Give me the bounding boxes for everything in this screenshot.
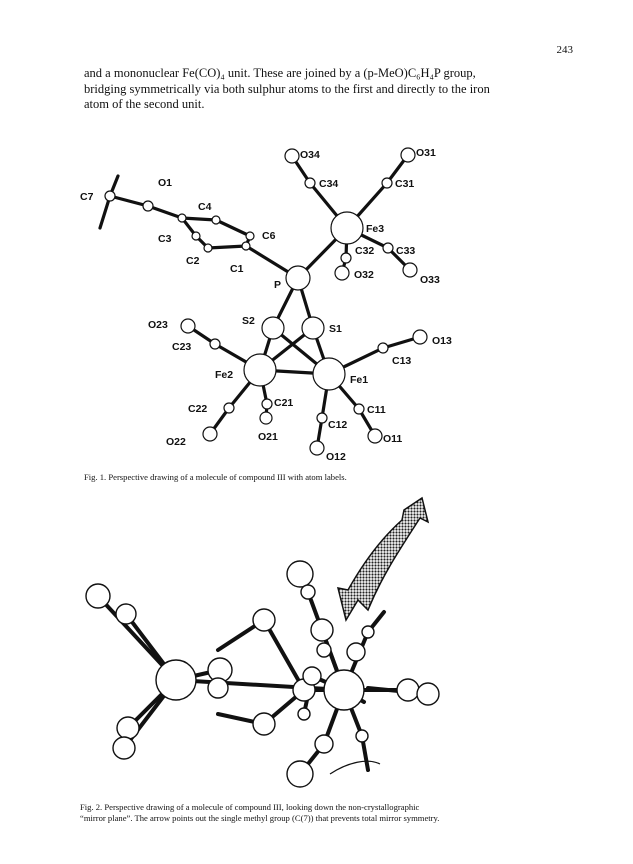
body-line-2: bridging symmetrically via both sulphur … — [84, 81, 490, 96]
label-fe2: Fe2 — [215, 369, 233, 381]
label-o1: O1 — [158, 177, 172, 189]
page-number: 243 — [556, 44, 574, 56]
label-o34: O34 — [300, 149, 320, 161]
body-line-3: atom of the second unit. — [84, 97, 205, 111]
label-fe1: Fe1 — [350, 374, 368, 386]
label-c32: C32 — [355, 245, 374, 257]
label-c1: C1 — [230, 263, 244, 275]
fig1-atom-labels: O34 O31 C34 C31 C7 O1 C4 C3 C6 C2 C1 P F… — [80, 147, 452, 463]
label-c11: C11 — [367, 404, 386, 416]
figure-2-caption: Fig. 2. Perspective drawing of a molecul… — [80, 802, 560, 824]
label-p: P — [274, 279, 281, 291]
label-o33: O33 — [420, 274, 440, 286]
label-c4: C4 — [198, 201, 212, 213]
label-c6: C6 — [262, 230, 276, 242]
label-c33: C33 — [396, 245, 415, 257]
label-s1: S1 — [329, 323, 342, 335]
figure-1-molecule-drawing: O34 O31 C34 C31 C7 O1 C4 C3 C6 C2 C1 P F… — [80, 147, 452, 463]
label-o22: O22 — [166, 436, 186, 448]
label-o12: O12 — [326, 451, 346, 463]
figure-2-caption-line-2: “mirror plane”. The arrow points out the… — [80, 813, 440, 823]
body-line-1: and a mononuclear Fe(CO)₄ unit. These ar… — [84, 66, 476, 80]
label-c21: C21 — [274, 397, 293, 409]
label-o23: O23 — [148, 319, 168, 331]
label-c2: C2 — [186, 255, 200, 267]
label-c22: C22 — [188, 403, 207, 415]
body-paragraph: and a mononuclear Fe(CO)₄ unit. These ar… — [84, 66, 554, 113]
label-o11: O11 — [383, 433, 402, 445]
label-c23: C23 — [172, 341, 191, 353]
label-fe3: Fe3 — [366, 223, 384, 235]
label-o31: O31 — [416, 147, 436, 159]
fig2-bonds — [96, 572, 430, 776]
label-c3: C3 — [158, 233, 172, 245]
label-c13: C13 — [392, 355, 411, 367]
figure-1-caption: Fig. 1. Perspective drawing of a molecul… — [84, 472, 347, 482]
label-o32: O32 — [354, 269, 374, 281]
label-o21: O21 — [258, 431, 278, 443]
label-c34: C34 — [319, 178, 338, 190]
label-o13: O13 — [432, 335, 452, 347]
arrow-icon — [336, 496, 430, 622]
label-c12: C12 — [328, 419, 347, 431]
fig2-atoms — [85, 560, 440, 788]
fig1-atoms — [104, 147, 428, 456]
figure-2-molecule-drawing — [85, 496, 440, 788]
figure-2-caption-line-1: Fig. 2. Perspective drawing of a molecul… — [80, 802, 420, 812]
label-s2: S2 — [242, 315, 255, 327]
label-c31: C31 — [395, 178, 414, 190]
label-c7: C7 — [80, 191, 94, 203]
